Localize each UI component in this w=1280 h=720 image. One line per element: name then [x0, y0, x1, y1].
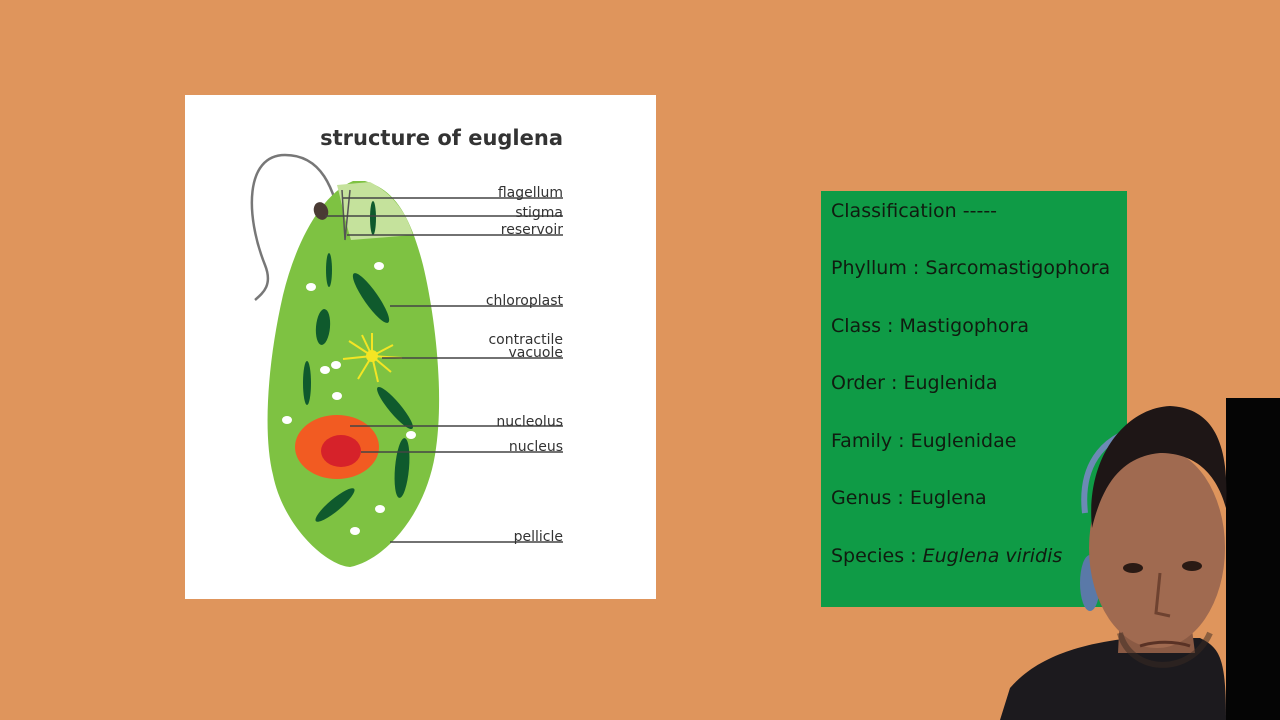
genus-line: Genus : Euglena	[831, 487, 987, 509]
chloroplast	[394, 438, 410, 498]
label-reservoir: reservoir	[501, 222, 563, 238]
class-line: Class : Mastigophora	[831, 315, 1029, 337]
species-line: Species : Euglena viridis	[831, 545, 1062, 567]
gullet	[341, 189, 351, 241]
leader-lines	[325, 197, 563, 543]
chloroplast	[326, 253, 332, 287]
label-nucleolus: nucleolus	[496, 414, 563, 430]
diagram-panel: structure of euglena	[185, 95, 656, 599]
stigma	[313, 202, 329, 220]
label-vacuole: vacuole	[508, 345, 563, 361]
chloroplast	[352, 273, 390, 323]
flagellum	[250, 153, 345, 301]
family-line: Family : Euglenidae	[831, 430, 1017, 452]
classification-panel: Classification ----- Phyllum : Sarcomast…	[821, 191, 1127, 607]
chloroplast	[377, 386, 413, 430]
granules	[282, 262, 416, 535]
vacuole-center	[366, 350, 378, 362]
species-label: Species :	[831, 545, 923, 567]
label-chloroplast: chloroplast	[486, 293, 564, 309]
nucleolus	[321, 435, 361, 467]
classification-heading: Classification -----	[831, 200, 998, 222]
chloroplast	[315, 309, 331, 345]
label-stigma: stigma	[515, 205, 563, 221]
chloroplast	[370, 201, 376, 235]
chloroplast	[315, 488, 355, 522]
label-nucleus: nucleus	[509, 439, 563, 455]
diagram-title: structure of euglena	[320, 126, 563, 150]
label-pellicle: pellicle	[514, 529, 563, 545]
label-flagellum: flagellum	[498, 185, 563, 201]
presenter-webcam	[1000, 398, 1280, 720]
phylum-line: Phyllum : Sarcomastigophora	[831, 257, 1111, 279]
chloroplast	[303, 361, 311, 405]
presenter-figure	[1000, 398, 1280, 720]
species-value: Euglena viridis	[922, 545, 1063, 567]
label-contractile: contractile	[488, 332, 563, 348]
order-line: Order : Euglenida	[831, 372, 998, 394]
euglena-diagram: structure of euglena	[250, 126, 564, 567]
